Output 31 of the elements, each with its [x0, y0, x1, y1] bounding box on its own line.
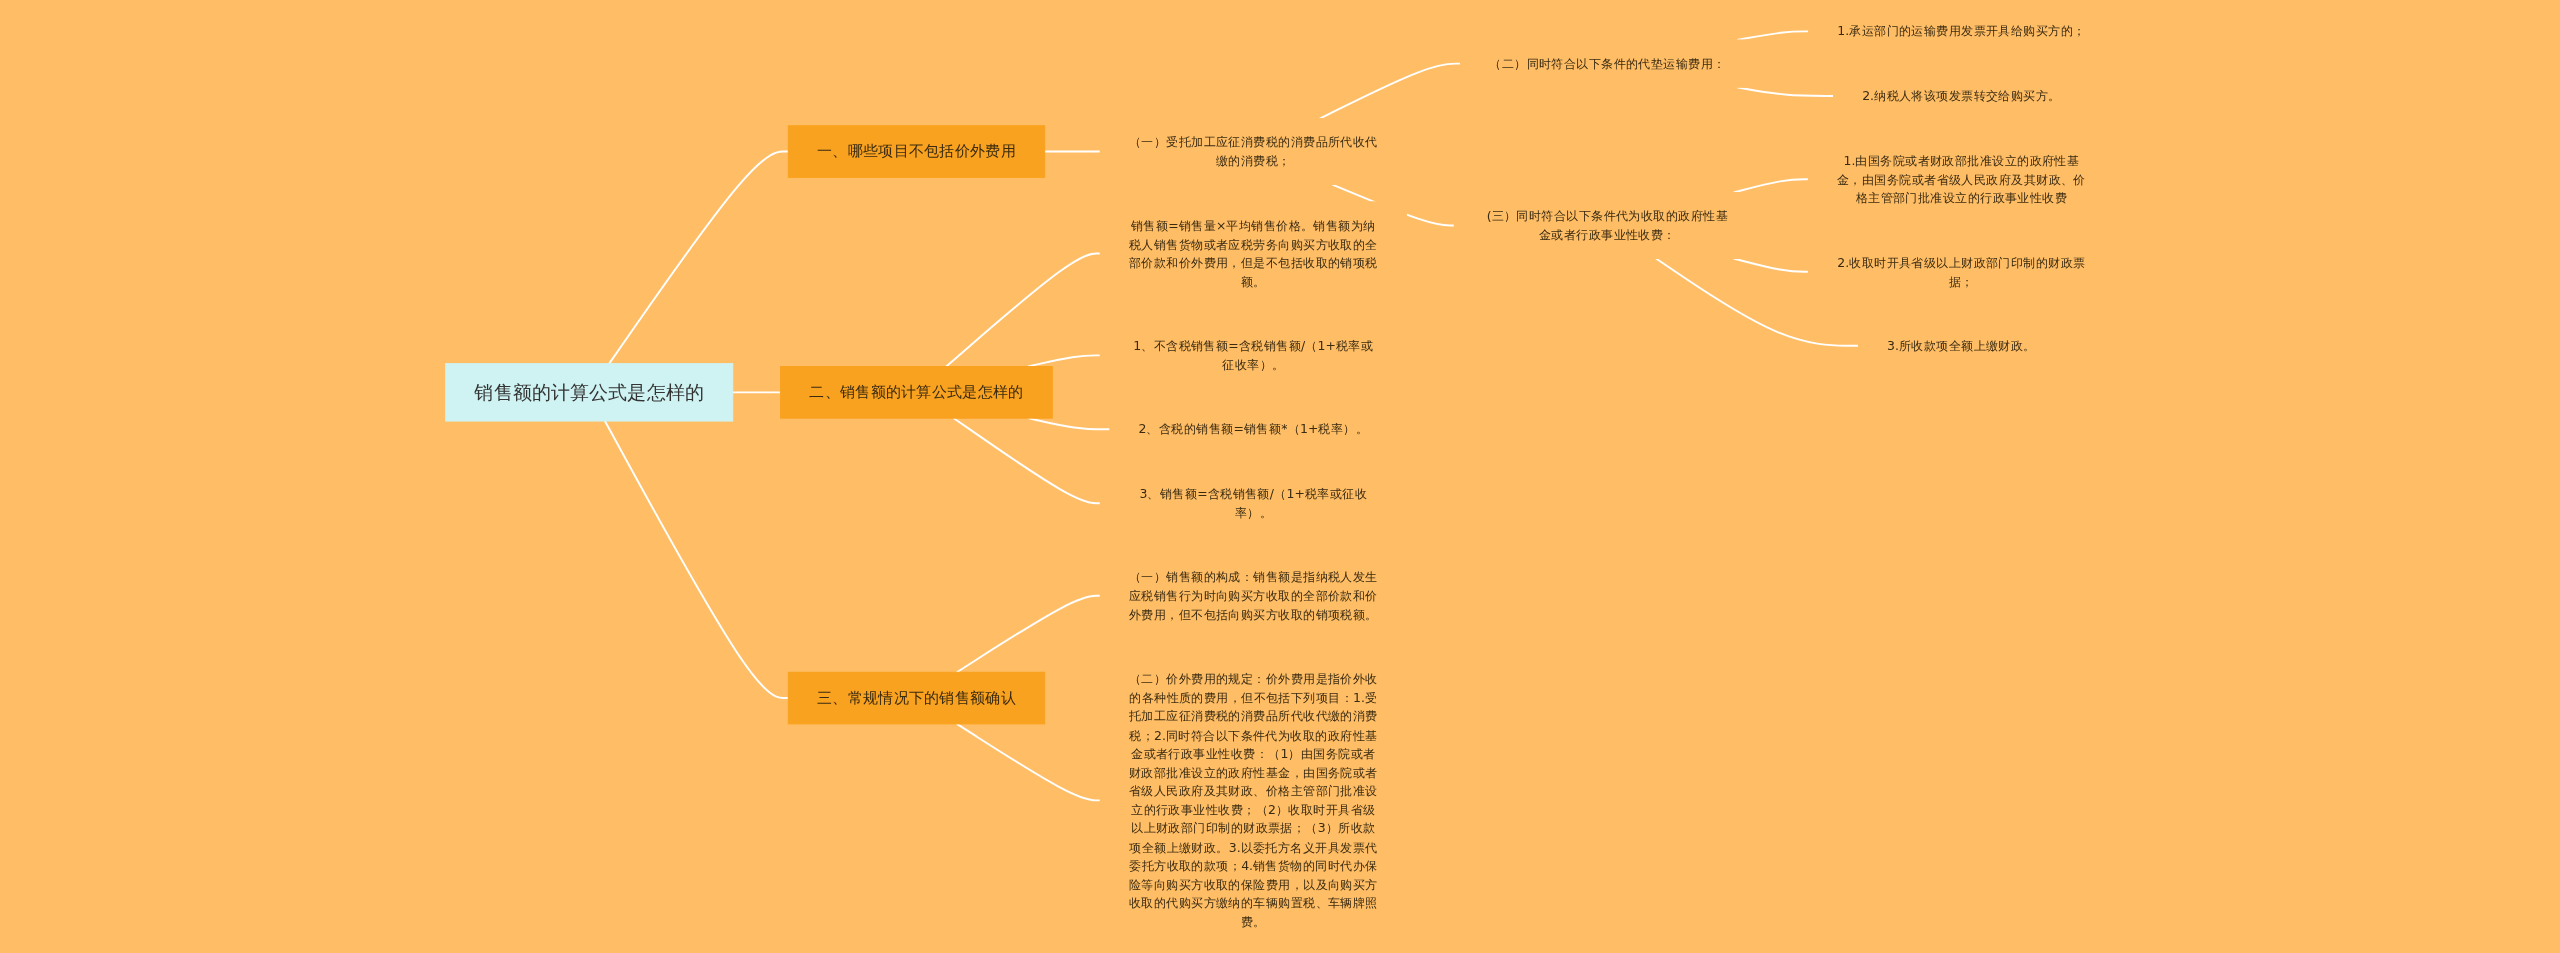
connector: [952, 417, 1102, 505]
node-text: 2.纳税人将该项发票转交给购买方。: [1862, 88, 2061, 103]
node-text: （一）销售额的构成：销售额是指纳税人发生应税销售行为时向购买方收取的全部价款和价外费用，但不包括向购买方收取的销项税额。: [1128, 569, 1378, 622]
node-box: 二、销售额的计算公式是怎样的: [780, 366, 1053, 419]
connector: [608, 150, 790, 365]
node-box: 销售额的计算公式是怎样的: [445, 363, 734, 422]
node-text: （二）价外费用的规定：价外费用是指价外收的各种性质的费用，但不包括下列项目：1.受托加工应征消费税的消费品所代收代缴的消费税；2.同时符合以下条件代为收取的政府性基金或者行政事业性收费：（1）由国务院或者财政部批准设立的政府性基金，由国务院或者省级人民政府及其财政、价格主管部门批准设立的行政事业性收费；（2）收取时开具省级以上财政部门印制的财政票据；（3）所收款项全额上缴财政。3.以委托方名义开具发票代委托方收取的款项；4.销售货物的同时代办保险等向购买方收取的保险费用，以及向购买方收取的代购买方缴纳的车辆购置税、车辆牌照费。: [1128, 671, 1378, 929]
connector: [945, 252, 1102, 368]
node-text: （一）受托加工应征消费税的消费品所代收代缴的消费税；: [1128, 134, 1378, 168]
node-text: 销售额=销售量×平均销售价格。销售额为纳税人销售货物或者应税劳务向购买方收取的全部价款和价外费用，但是不包括收取的销项税额。: [1128, 218, 1378, 289]
connector: [1732, 178, 1810, 194]
node-text: 3、销售额=含税销售额/（1+税率或征收率）。: [1139, 486, 1367, 520]
node-text: (三）同时符合以下条件代为收取的政府性基金或者行政事业性收费：: [1486, 208, 1728, 242]
connector: [1654, 257, 1860, 347]
node-box: 一、哪些项目不包括价外费用: [787, 125, 1046, 178]
node-text: 3.所收款项全额上缴财政。: [1886, 338, 2036, 353]
connector: [1043, 150, 1102, 153]
node-text: 2.收取时开具省级以上财政部门印制的财政票据；: [1837, 255, 2086, 289]
connector: [603, 420, 790, 700]
node-text: 1.承运部门的运输费用发票开具给购买方的；: [1837, 23, 2086, 39]
node-box: 三、常规情况下的销售额确认: [787, 671, 1046, 725]
node-text: （二）同时符合以下条件的代垫运输费用：: [1489, 56, 1726, 71]
node-text: 1、不含税销售额=含税销售额/（1+税率或征收率）。: [1133, 338, 1374, 372]
connector: [1027, 354, 1102, 368]
connector: [1318, 62, 1462, 120]
connector: [731, 391, 782, 394]
node-text: 1.由国务院或者财政部批准设立的政府性基金，由国务院或者省级人民政府及其财政、价格主管部门批准设立的行政事业性收费: [1836, 153, 2086, 205]
connector: [1732, 257, 1810, 273]
connector: [955, 722, 1102, 802]
connector: [955, 594, 1102, 674]
node-text: 2、含税的销售额=销售额*（1+税率）。: [1138, 421, 1368, 437]
